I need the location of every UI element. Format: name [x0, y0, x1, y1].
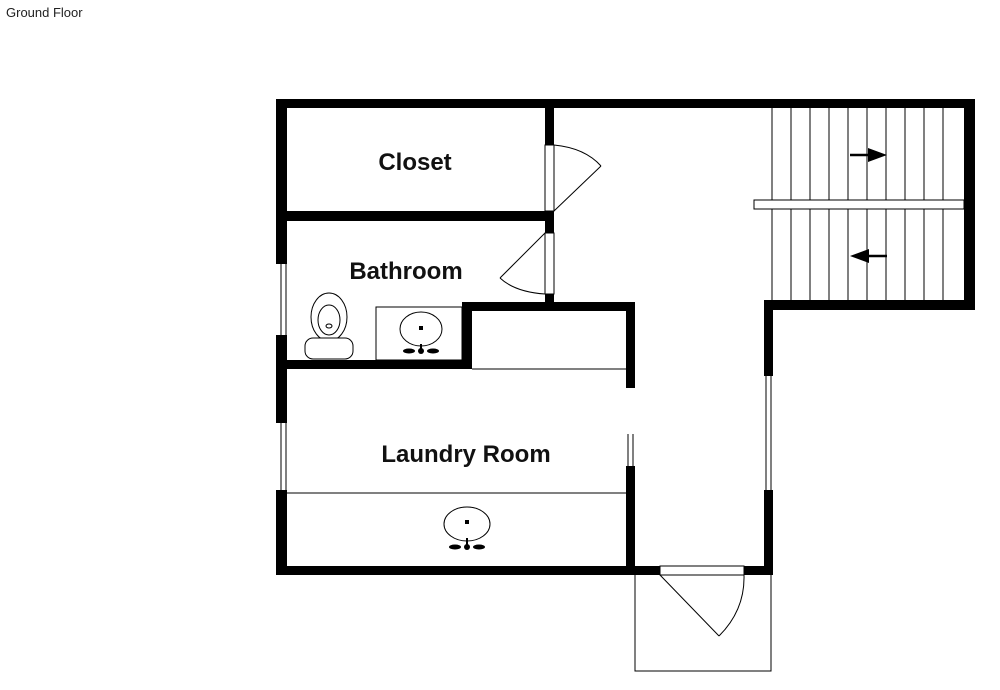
wall-cupboard-right: [626, 302, 635, 388]
stair-arrow-right-icon: [850, 148, 887, 162]
wall-bottom-right: [744, 566, 773, 575]
bathroom-label: Bathroom: [349, 258, 462, 285]
wall-right-stairs: [964, 99, 975, 310]
wall-left-lower: [276, 490, 287, 575]
wall-closet-bath: [276, 211, 554, 221]
wall-laundry-right: [626, 466, 635, 575]
wall-cupboard-top: [462, 302, 635, 311]
windows: [280, 264, 772, 490]
floor-title: Ground Floor: [6, 5, 83, 20]
laundry-room-label: Laundry Room: [381, 441, 550, 468]
entry-door-leaf: [659, 574, 720, 637]
wall-closet-right: [545, 99, 554, 145]
wall-top: [276, 99, 975, 108]
walls: [276, 99, 975, 575]
wall-left-upper: [276, 99, 287, 264]
bath-vanity: [375, 306, 463, 361]
sink-icon: [399, 311, 443, 354]
staircase: [753, 108, 965, 300]
wall-left-mid: [276, 335, 287, 423]
wall-hall-right-lower: [764, 490, 773, 575]
bath-door-frame: [544, 232, 555, 295]
toilet-icon: [304, 292, 354, 360]
wall-hall-right-upper: [764, 300, 773, 376]
stair-landing-rail: [753, 199, 965, 210]
wall-bath-right-bottom: [545, 294, 554, 309]
wall-bath-bottom: [276, 360, 472, 369]
bath-door-leaf: [499, 232, 546, 279]
stair-treads-upper: [771, 108, 944, 200]
wall-cupboard-left: [462, 302, 472, 369]
closet-door-frame: [544, 144, 555, 212]
door-swing-icon: [499, 277, 546, 295]
door-swing-icon: [553, 144, 602, 167]
sink-icon: [443, 506, 491, 550]
wall-bottom-left: [276, 566, 660, 575]
entry-door-frame: [659, 565, 745, 576]
stair-arrow-left-icon: [850, 249, 887, 263]
doors: [499, 144, 772, 672]
wall-stairs-bottom: [764, 300, 975, 310]
door-swing-icon: [718, 574, 745, 637]
closet-door-leaf: [553, 165, 602, 212]
closet-label: Closet: [378, 149, 451, 176]
wall-bath-right-top: [545, 211, 554, 233]
entry-porch: [634, 575, 772, 672]
